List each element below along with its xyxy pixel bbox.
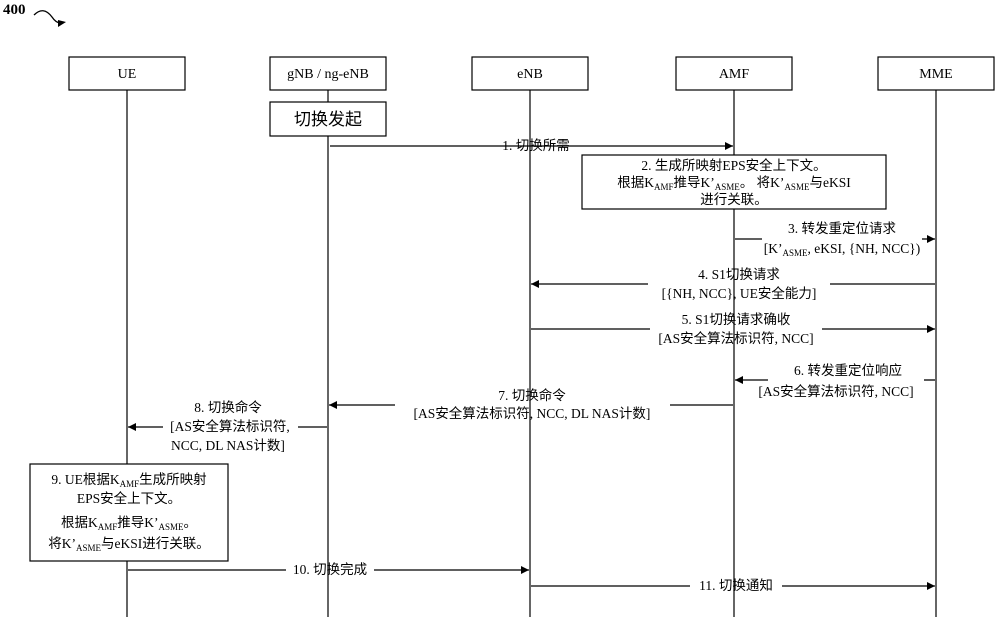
msg-1-label: 1. 切换所需 xyxy=(502,138,570,153)
entity-ue: UE xyxy=(68,56,186,91)
msg-3-title: 3. 转发重定位请求 xyxy=(788,221,896,236)
entity-label: eNB xyxy=(517,67,543,82)
entity-label: UE xyxy=(118,67,137,82)
message-arrows xyxy=(128,142,935,590)
msg-6-params: [AS安全算法标识符, NCC] xyxy=(758,383,913,399)
msg-7-title: 7. 切换命令 xyxy=(498,387,566,403)
msg-5-params: [AS安全算法标识符, NCC] xyxy=(658,330,813,346)
entity-enb: eNB xyxy=(471,56,589,91)
step2-line2: 根据KAMF推导K’ASME。 将K’ASME与eKSI xyxy=(617,175,851,192)
msg-4-params: [{NH, NCC}, UE安全能力] xyxy=(662,285,817,301)
msg-5-title: 5. S1切换请求确收 xyxy=(682,312,791,327)
entity-label: MME xyxy=(919,67,952,82)
step2-line3: 进行关联。 xyxy=(700,192,768,207)
msg-11-label: 11. 切换通知 xyxy=(699,577,773,593)
msg-6-title: 6. 转发重定位响应 xyxy=(794,362,902,378)
handover-init-label: 切换发起 xyxy=(294,110,362,129)
step9-box: 9. UE根据KAMF生成所映射 EPS安全上下文。 根据KAMF推导K’ASM… xyxy=(29,463,229,562)
entity-label: gNB / ng-eNB xyxy=(287,67,369,82)
step9-line4: 将K’ASME与eKSI进行关联。 xyxy=(48,536,210,553)
step9-line1: 9. UE根据KAMF生成所映射 xyxy=(51,472,206,489)
entity-gnb: gNB / ng-eNB xyxy=(269,56,387,91)
msg-4-title: 4. S1切换请求 xyxy=(698,267,780,282)
handover-init-box: 切换发起 xyxy=(269,101,387,137)
msg-10-label: 10. 切换完成 xyxy=(293,562,367,577)
figure-pointer-arrowhead xyxy=(58,20,66,27)
step2-box: 2. 生成所映射EPS安全上下文。 根据KAMF推导K’ASME。 将K’ASM… xyxy=(581,154,887,210)
step9-line2: EPS安全上下文。 xyxy=(77,490,181,506)
step9-line3: 根据KAMF推导K’ASME。 xyxy=(61,515,197,532)
msg-7-params: [AS安全算法标识符, NCC, DL NAS计数] xyxy=(414,405,651,421)
msg-8-title: 8. 切换命令 xyxy=(194,399,262,415)
msg-8-params-line1: [AS安全算法标识符, xyxy=(170,418,290,434)
entity-amf: AMF xyxy=(675,56,793,91)
msg-8-params-line2: NCC, DL NAS计数] xyxy=(171,438,285,453)
entity-label: AMF xyxy=(719,67,750,82)
msg-3-params: [K’ASME, eKSI, {NH, NCC}) xyxy=(764,241,920,258)
step2-line1: 2. 生成所映射EPS安全上下文。 xyxy=(641,157,826,173)
entity-mme: MME xyxy=(877,56,995,91)
figure-number: 400 xyxy=(3,2,26,18)
